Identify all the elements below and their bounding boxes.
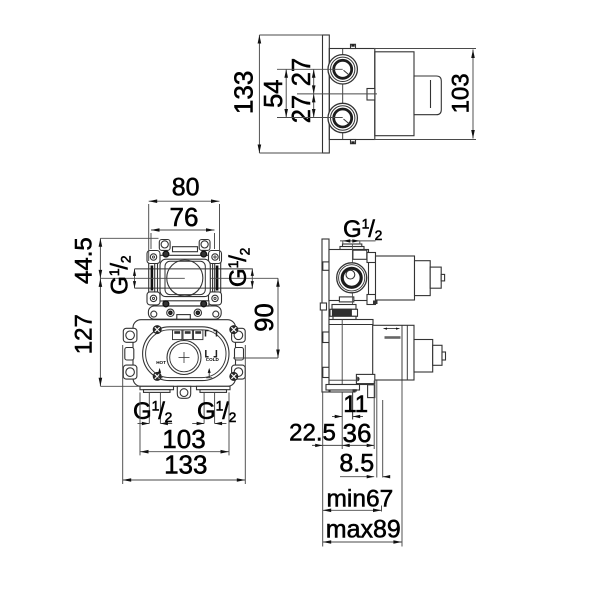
svg-text:44.5: 44.5 [71, 237, 98, 284]
svg-text:133: 133 [164, 450, 207, 480]
svg-text:90: 90 [251, 303, 279, 331]
svg-text:36: 36 [343, 418, 372, 448]
svg-text:8.5: 8.5 [339, 450, 374, 478]
svg-text:27: 27 [288, 95, 316, 123]
svg-text:G1/2: G1/2 [225, 247, 253, 287]
svg-text:54: 54 [260, 80, 288, 108]
svg-text:103: 103 [447, 73, 474, 113]
svg-text:76: 76 [170, 202, 199, 232]
svg-text:G1/2: G1/2 [197, 398, 237, 426]
svg-text:HOT: HOT [156, 360, 166, 365]
svg-text:103: 103 [162, 424, 205, 454]
svg-text:G1/2: G1/2 [343, 216, 383, 244]
svg-text:133: 133 [229, 71, 259, 114]
svg-text:G1/2: G1/2 [133, 398, 173, 426]
svg-text:22.5: 22.5 [289, 419, 336, 446]
svg-text:27: 27 [288, 58, 316, 86]
svg-text:G1/2: G1/2 [106, 255, 134, 295]
svg-text:max89: max89 [326, 515, 401, 543]
svg-text:80: 80 [172, 174, 200, 202]
svg-text:COLD: COLD [206, 357, 220, 362]
svg-text:127: 127 [71, 314, 98, 354]
svg-text:11: 11 [343, 391, 368, 418]
svg-text:min67: min67 [327, 486, 394, 513]
